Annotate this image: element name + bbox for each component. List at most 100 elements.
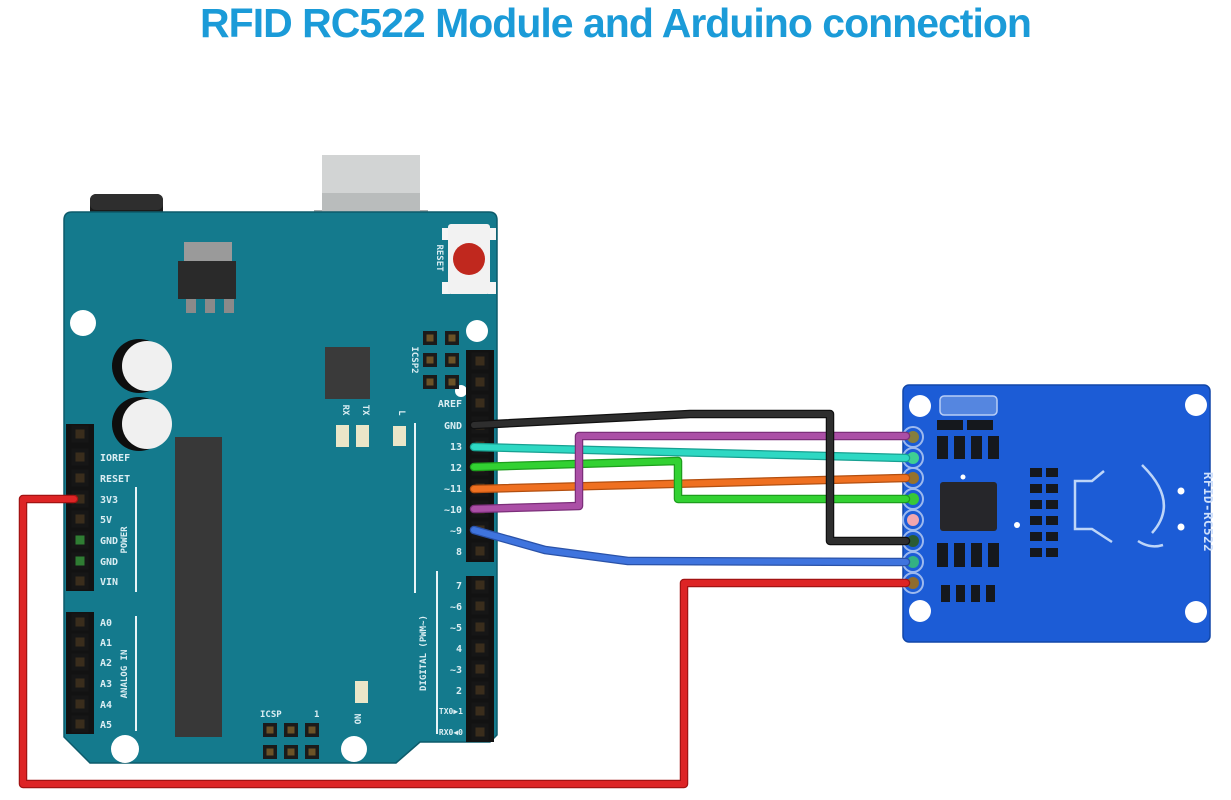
- main-ic: [175, 437, 222, 737]
- mount-hole: [1185, 394, 1207, 416]
- pin-label: VIN: [100, 577, 118, 588]
- mount-hole: [909, 600, 931, 622]
- power-bracket-label: POWER: [120, 526, 130, 554]
- header-pin: [71, 469, 89, 487]
- rx-label: RX: [340, 405, 350, 416]
- rfid-pin-6: [907, 535, 919, 547]
- header-pin: [471, 352, 489, 370]
- silk-dot: [960, 474, 966, 480]
- analog-bracket-label: ANALOG IN: [120, 650, 130, 699]
- rfid-pin-5: [907, 514, 919, 526]
- wire-black: [471, 411, 909, 544]
- pin-label: 13: [450, 442, 462, 453]
- header-pin: [71, 653, 89, 671]
- reset-label: RESET: [434, 244, 444, 272]
- rfid-pin-7: [907, 556, 919, 568]
- mount-hole: [466, 320, 488, 342]
- mount-hole: [70, 310, 96, 336]
- mount-hole: [111, 735, 139, 763]
- header-pin: [471, 542, 489, 560]
- header-pin: [471, 681, 489, 699]
- header-pin: [71, 715, 89, 733]
- digital-header-top: [466, 350, 494, 562]
- analog-header: [66, 612, 94, 734]
- pin-label: ~6: [450, 602, 462, 613]
- header-pin: [471, 618, 489, 636]
- mount-hole: [341, 736, 367, 762]
- usb-ic: [325, 347, 370, 399]
- digital-header-bottom-labels: 7 ~6 ~5 4 ~3 2 TX0▶1 RX0◀0: [439, 581, 463, 737]
- rfid-pin-8: [907, 577, 919, 589]
- on-led: [355, 681, 368, 703]
- pin-label: ~11: [444, 484, 462, 495]
- header-pin: [71, 425, 89, 443]
- pin-label: A1: [100, 638, 112, 649]
- smd-pads: [937, 420, 1058, 602]
- header-pin: [471, 597, 489, 615]
- rfid-module: RFID-RC522: [902, 384, 1216, 643]
- header-pin: [71, 510, 89, 528]
- pin-label: 7: [456, 581, 462, 592]
- rfid-pin-4: [907, 493, 919, 505]
- pin-label: ~10: [444, 505, 462, 516]
- tx-led: [356, 425, 369, 447]
- digital-header-bottom: [466, 576, 494, 742]
- pin-label: ~9: [450, 526, 462, 537]
- arduino-board: RESET ICSP2 RX TX L ON: [63, 155, 498, 764]
- icsp-label: ICSP: [260, 710, 282, 720]
- pin-label: A3: [100, 679, 112, 690]
- pin-label: GND: [444, 421, 462, 432]
- header-pin: [71, 572, 89, 590]
- header-pin: [71, 695, 89, 713]
- rfid-pin-header: [902, 426, 924, 594]
- pin-label: A4: [100, 700, 112, 711]
- mount-hole: [909, 395, 931, 417]
- header-pin: [471, 373, 489, 391]
- pin-label: A5: [100, 720, 112, 731]
- power-header: [66, 424, 94, 591]
- pin-label: A2: [100, 658, 112, 669]
- header-pin: [71, 613, 89, 631]
- pin-label: 5V: [100, 515, 112, 526]
- pin-label: 4: [456, 644, 462, 655]
- voltage-regulator: [178, 242, 236, 313]
- silk-dot: [1014, 522, 1020, 528]
- l-led: [393, 426, 406, 446]
- pin-label: 2: [456, 686, 462, 697]
- l-label: L: [396, 410, 406, 416]
- silk-dot: [1177, 487, 1185, 495]
- header-pin: [71, 674, 89, 692]
- header-pin: [471, 576, 489, 594]
- pin-label: RX0◀0: [439, 728, 463, 737]
- rx-led: [336, 425, 349, 447]
- mount-hole: [1185, 601, 1207, 623]
- capacitor: [112, 397, 172, 451]
- rfid-ic: [940, 482, 997, 531]
- pin-label: A0: [100, 618, 112, 629]
- header-pin: [71, 448, 89, 466]
- pin-label: IOREF: [100, 453, 130, 464]
- icsp-pin1-label: 1: [314, 710, 319, 720]
- digital-header-top-labels: AREF GND 13 12 ~11 ~10 ~9 8: [438, 399, 462, 558]
- rfid-pin-1: [907, 431, 919, 443]
- wire-red: [20, 496, 909, 787]
- header-pin: [471, 702, 489, 720]
- power-header-labels: IOREF RESET 3V3 5V GND GND VIN: [100, 453, 130, 588]
- silk-dot: [1177, 523, 1185, 531]
- wires: [18, 409, 911, 789]
- antenna-silk: [1073, 464, 1166, 548]
- reset-button-cap: [453, 243, 485, 275]
- rfid-silk-label: RFID-RC522: [1201, 472, 1216, 552]
- pin-label: AREF: [438, 399, 462, 410]
- pin-label: 8: [456, 547, 462, 558]
- rfid-pin-3: [907, 472, 919, 484]
- page-title: RFID RC522 Module and Arduino connection: [200, 0, 1032, 46]
- header-pin: [471, 723, 489, 741]
- pin-label: 12: [450, 463, 462, 474]
- pin-label: 3V3: [100, 495, 118, 506]
- wire-purple: [471, 433, 909, 512]
- wire-blue: [471, 527, 909, 565]
- icsp2-label: ICSP2: [409, 346, 419, 373]
